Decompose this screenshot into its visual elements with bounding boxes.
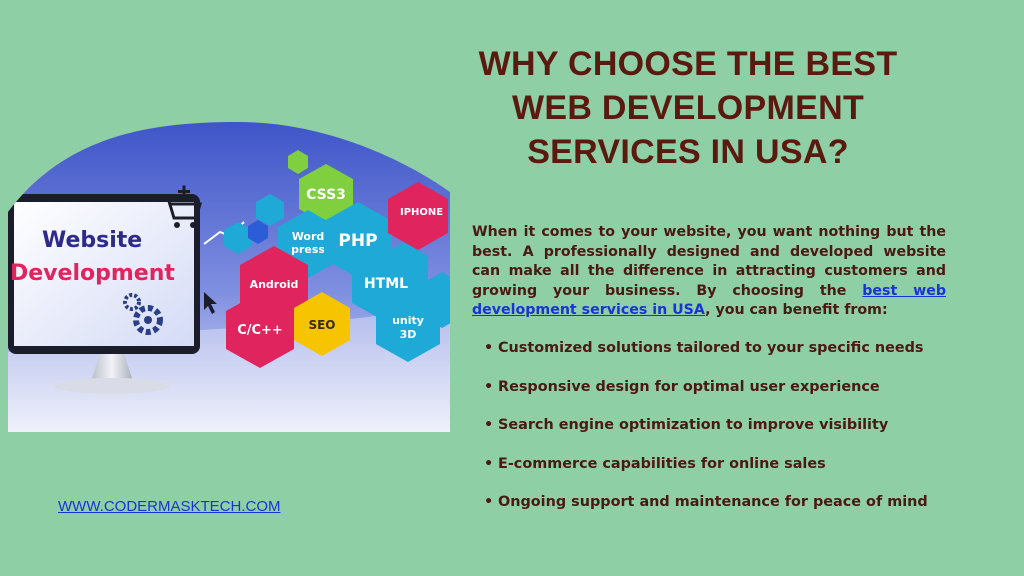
gear-icon [123,293,141,311]
benefits-list: •Customized solutions tailored to your s… [484,338,984,531]
seo-hexagon: SEO [294,292,350,356]
list-item: •E-commerce capabilities for online sale… [484,454,984,493]
wordpress-label-1: Word [292,230,325,243]
wordpress-label-2: press [291,243,325,256]
services-link[interactable]: best web development services in USA [472,282,946,319]
css3-label: CSS3 [306,187,346,203]
bullet-icon: • [484,340,494,356]
web-development-illustration: Website Development [8,122,450,432]
iphone-label: IPHONE [400,207,443,218]
seo-label: SEO [308,318,335,332]
list-item: •Responsive design for optimal user expe… [484,377,984,416]
unity-label-2: 3D [400,328,417,341]
list-item: •Ongoing support and maintenance for pea… [484,492,984,531]
html-label: HTML [364,276,408,292]
list-item-text: Search engine optimization to improve vi… [498,417,889,433]
monitor-icon: Website Development [8,194,200,394]
monitor-text-line-2: Development [10,261,175,286]
unity-label-1: unity [392,314,424,327]
ccpp-label: C/C++ [237,323,283,338]
decorative-hexagon [224,222,252,254]
decorative-hexagon [288,150,308,174]
page-title: WHY CHOOSE THE BEST WEB DEVELOPMENT SERV… [458,42,918,174]
bullet-icon: • [484,455,494,472]
unity-hexagon: unity 3D [376,290,440,362]
list-item: •Customized solutions tailored to your s… [484,338,984,377]
title-line-1: WHY CHOOSE THE BEST [478,45,898,83]
gear-icon [133,305,163,335]
website-link[interactable]: WWW.CODERMASKTECH.COM [58,498,281,515]
intro-text-before: When it comes to your website, you want … [472,224,946,299]
title-line-3: SERVICES IN USA? [527,133,849,171]
decorative-hexagon [248,220,268,244]
bullet-icon: • [484,378,494,395]
list-item-text: Customized solutions tailored to your sp… [498,340,924,356]
list-item: •Search engine optimization to improve v… [484,415,984,454]
list-item-text: Responsive design for optimal user exper… [498,378,880,395]
list-item-text: E-commerce capabilities for online sales [498,455,826,472]
css3-hexagon: CSS3 [299,164,353,224]
iphone-hexagon: IPHONE [388,182,448,250]
php-label: PHP [338,231,377,251]
android-label: Android [250,278,299,291]
list-item-text: Ongoing support and maintenance for peac… [498,494,928,510]
shopping-cart-icon [160,196,202,228]
hexagon-cluster: CSS3 Word press PHP IPHONE Android HT [224,150,450,368]
cursor-icon [204,292,217,314]
bullet-icon: • [484,417,494,433]
decorative-hexagon [256,194,284,226]
intro-text-after: , you can benefit from: [705,302,888,319]
plus-icon [178,185,190,198]
bullet-icon: • [484,494,494,510]
ccpp-hexagon: C/C++ [226,292,294,368]
title-line-2: WEB DEVELOPMENT [511,89,865,127]
intro-paragraph: When it comes to your website, you want … [472,223,946,321]
monitor-text-line-1: Website [42,228,142,253]
